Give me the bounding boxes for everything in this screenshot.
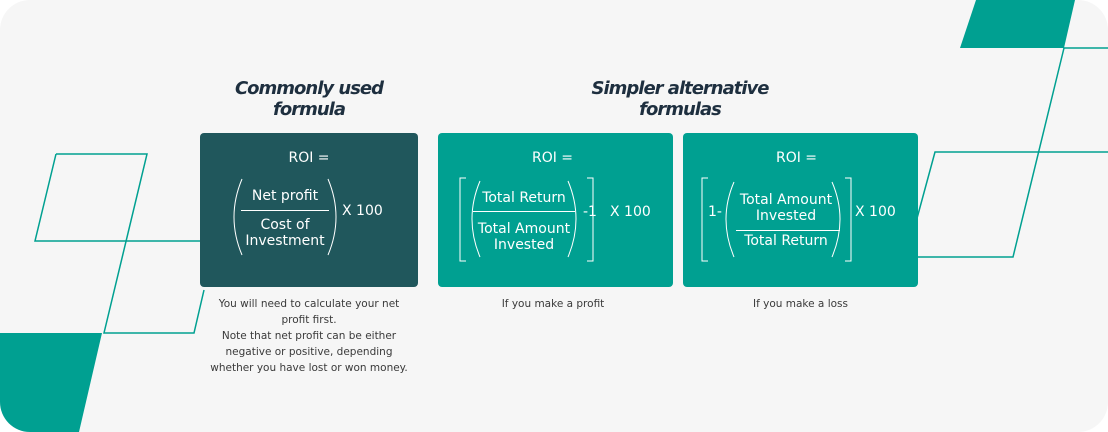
denominator-line: Cost of — [260, 217, 310, 233]
brackets-icon — [459, 177, 594, 262]
caption-common: You will need to calculate your net prof… — [195, 296, 423, 376]
heading-line: formula — [273, 99, 346, 120]
numerator-line: Invested — [755, 208, 817, 224]
denominator-line: Total Amount — [477, 221, 571, 237]
caption-line: You will need to calculate your net — [218, 298, 400, 310]
denominator-line: Investment — [245, 233, 325, 249]
parentheses-icon — [233, 178, 337, 256]
numerator: Total Amount Invested — [733, 192, 839, 224]
fraction-line — [736, 230, 840, 231]
caption-line: If you make a loss — [753, 298, 848, 310]
teal-shape-top-right — [960, 0, 1075, 48]
denominator: Cost of Investment — [241, 217, 329, 249]
multiplier: X 100 — [610, 204, 651, 220]
denominator: Total Amount Invested — [468, 221, 580, 253]
multiplier: X 100 — [855, 204, 896, 220]
caption-line: If you make a profit — [501, 298, 605, 310]
caption-line: profit first. — [281, 314, 337, 326]
caption-profit: If you make a profit — [438, 296, 668, 312]
roi-label: ROI = — [288, 150, 330, 166]
caption-line: Note that net profit can be either — [221, 330, 397, 342]
heading-line: Simpler alternative — [591, 78, 770, 99]
fraction-line — [241, 210, 329, 211]
numerator: Net profit — [251, 188, 319, 204]
roi-label: ROI = — [531, 150, 574, 166]
numerator-line: Total Amount — [739, 192, 833, 208]
one-minus: 1- — [708, 204, 722, 220]
formula-card-profit: ROI = Total Return Total Amount Invested… — [438, 133, 673, 287]
multiplier: X 100 — [342, 203, 383, 219]
formula-card-common: ROI = Net profit Cost of Investment X 10… — [200, 133, 418, 287]
heading-alternative-formulas: Simpler alternative formulas — [560, 78, 800, 120]
roi-label: ROI = — [775, 150, 818, 166]
heading-line: formulas — [639, 99, 722, 120]
heading-line: Commonly used — [234, 78, 384, 99]
caption-line: negative or positive, depending — [225, 346, 393, 358]
brackets-icon — [701, 177, 852, 262]
fraction-line — [473, 211, 575, 212]
teal-shape-bottom-left — [0, 333, 102, 432]
numerator: Total Return — [482, 190, 566, 206]
heading-common-formula: Commonly used formula — [200, 78, 418, 120]
formula-card-loss: ROI = 1- Total Amount Invested Total Ret… — [683, 133, 918, 287]
denominator-line: Invested — [493, 237, 555, 253]
minus-one: -1 — [583, 204, 597, 220]
denominator: Total Return — [744, 233, 828, 249]
caption-loss: If you make a loss — [683, 296, 918, 312]
caption-line: whether you have lost or won money. — [210, 362, 408, 374]
